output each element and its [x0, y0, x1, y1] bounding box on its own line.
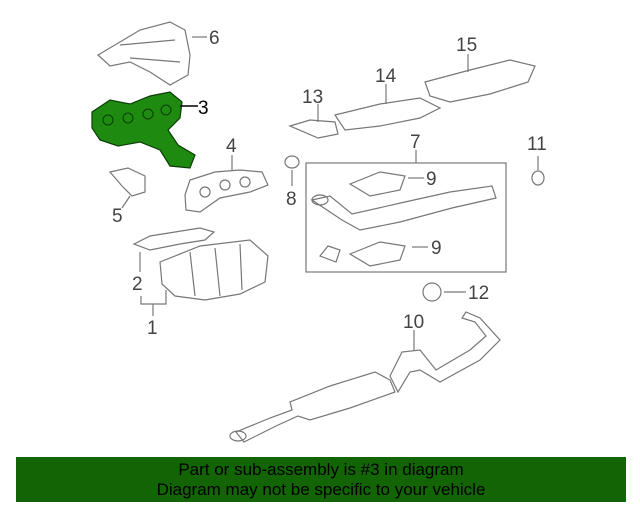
part-2-gasket[interactable]	[132, 227, 216, 251]
part-3-exhaust-manifold[interactable]	[91, 91, 196, 169]
banner-line-2: Diagram may not be specific to your vehi…	[156, 480, 486, 499]
callout-15: 15	[456, 35, 477, 56]
callout-1: 1	[147, 318, 158, 339]
callout-10: 10	[403, 312, 424, 333]
info-banner: Part or sub-assembly is #3 in diagram Di…	[16, 457, 626, 502]
part-14-heat-insulator[interactable]	[334, 97, 442, 131]
part-6-heat-insulator[interactable]	[96, 21, 191, 86]
part-9-gasket-upper[interactable]	[348, 171, 406, 197]
part-10-tail-pipe-muffler[interactable]	[229, 311, 501, 443]
part-7-front-exhaust-pipe[interactable]	[310, 185, 497, 231]
part-9-gasket-lower[interactable]	[348, 241, 406, 267]
callout-12: 12	[468, 283, 489, 304]
part-8-gasket[interactable]	[284, 155, 300, 169]
part-4-manifold-gasket[interactable]	[184, 169, 269, 213]
callout-14: 14	[375, 66, 397, 87]
banner-line-1: Part or sub-assembly is #3 in diagram	[178, 460, 464, 479]
part-11-gasket[interactable]	[531, 170, 545, 186]
callout-8: 8	[286, 189, 297, 210]
part-7-front-pipe-group	[305, 162, 507, 273]
part-13-heat-insulator[interactable]	[288, 119, 339, 139]
callout-2: 2	[132, 274, 143, 295]
callout-13: 13	[302, 87, 323, 108]
part-15-heat-insulator[interactable]	[424, 59, 536, 103]
callout-7: 7	[410, 132, 421, 153]
callout-5: 5	[112, 206, 123, 227]
callout-9a: 9	[426, 169, 437, 190]
callout-3: 3	[198, 98, 209, 119]
part-12-hanger[interactable]	[422, 282, 442, 302]
callout-9b: 9	[431, 238, 442, 259]
part-clamp[interactable]	[319, 245, 341, 263]
callout-11: 11	[527, 134, 547, 155]
part-1-intake-manifold[interactable]	[159, 239, 269, 301]
callout-6: 6	[209, 28, 220, 49]
callout-4: 4	[226, 136, 237, 157]
part-5-bracket[interactable]	[108, 167, 146, 197]
